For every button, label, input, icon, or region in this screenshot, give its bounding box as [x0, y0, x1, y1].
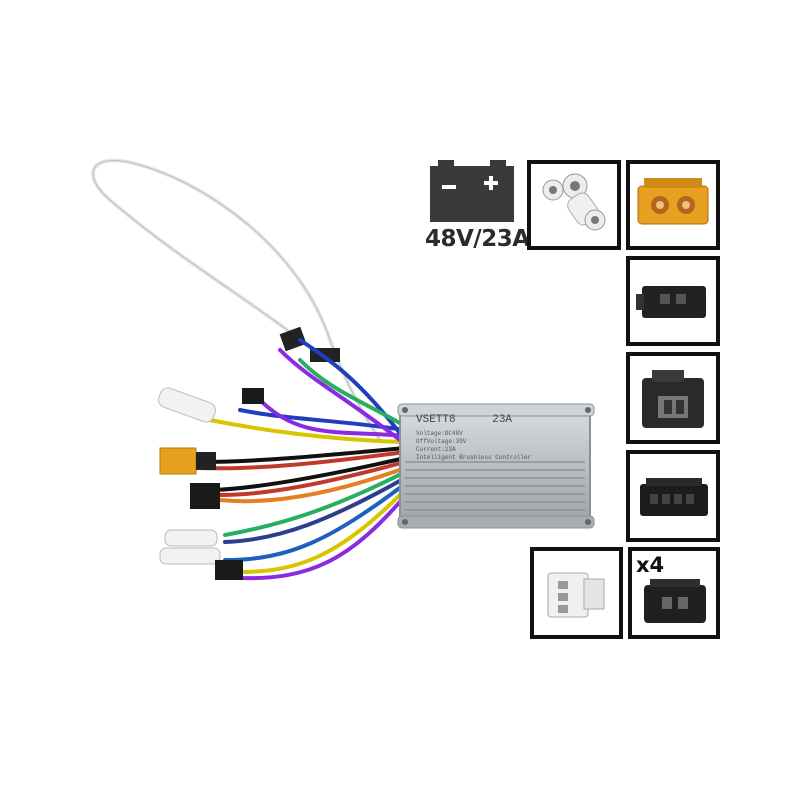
controller-brand: VSETT8 23A [416, 414, 512, 426]
black-3pin-large-connector-box [626, 352, 720, 444]
white-3pin-connector-box [530, 547, 623, 639]
battery-spec-label: 48V/23A [425, 226, 530, 252]
black-3pin-connector-box [626, 256, 720, 346]
xt60-connector-box [626, 160, 720, 250]
white-3pin-connector-icon [547, 572, 605, 618]
black-2pin-connector-icon [644, 579, 706, 623]
white-bullet-connectors-icon [542, 173, 606, 231]
brand-text: VSETT8 [416, 414, 456, 426]
battery-icon [430, 160, 514, 222]
xt60-connector-icon [637, 178, 709, 225]
label-line: Intelligent Brushless Controller [416, 454, 532, 461]
black-5pin-connector-box [626, 450, 720, 542]
label-line: Current:23A [416, 446, 456, 453]
label-line: OffVoltage:39V [416, 438, 467, 445]
white-bullet-connectors-box [527, 160, 621, 250]
label-line: Voltage:DC48V [416, 430, 463, 437]
left-connectors [158, 387, 264, 580]
black-2pin-connector-box [628, 547, 720, 639]
black-3pin-connector-icon [636, 286, 706, 318]
wire-harness [198, 338, 407, 581]
rating-text: 23A [492, 414, 513, 426]
controller-box [397, 403, 595, 529]
controller-label: Voltage:DC48V OffVoltage:39V Current:23A… [416, 430, 531, 462]
black-5pin-connector-icon [640, 478, 708, 516]
quantity-label: x4 [636, 553, 665, 577]
signal-cable [91, 158, 382, 442]
black-3pin-large-connector-icon [642, 370, 704, 428]
